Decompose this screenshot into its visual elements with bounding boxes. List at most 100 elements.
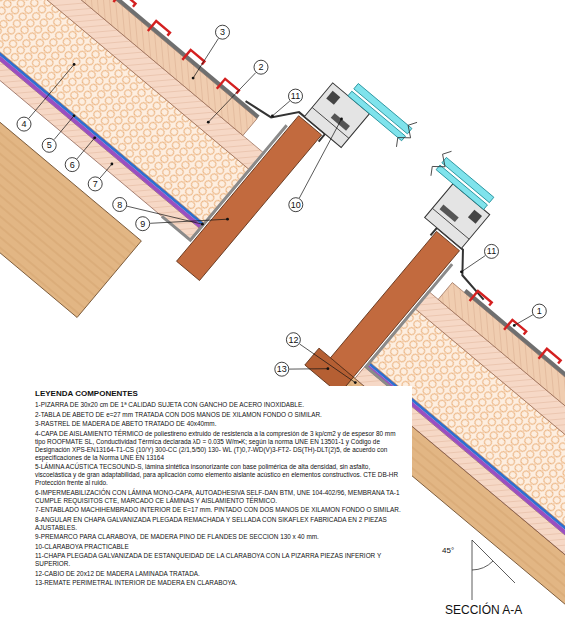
- legend-item: 3-RASTREL DE MADERA DE ABETO TRATADO DE …: [35, 420, 407, 428]
- leader-dot: [327, 367, 330, 370]
- callout-circle: [289, 89, 303, 103]
- leader-line: [193, 39, 218, 79]
- skylight-glass: [354, 84, 412, 134]
- legend-item: 4-CAPA DE AISLAMIENTO TÉRMICO de poliest…: [35, 430, 407, 462]
- skylight-glass: [348, 91, 405, 141]
- slate-hook: [470, 291, 492, 313]
- leader-line: [300, 344, 356, 383]
- legend-item: 5-LÁMINA ACÚSTICA TECSOUND-S, lámina sin…: [35, 463, 407, 487]
- callout-circle: [136, 217, 150, 231]
- callout-number: 13: [275, 362, 289, 376]
- break-line: [393, 119, 421, 150]
- legend-item: 10-CLARABOYA PRACTICABLE: [35, 543, 407, 551]
- leader-dot: [226, 218, 229, 221]
- leader-line: [514, 315, 533, 326]
- batten: [0, 0, 257, 135]
- callout-number: 12: [286, 333, 300, 347]
- legend-item: 9-PREMARCO PARA CLARABOYA, DE MADERA PIN…: [35, 533, 407, 541]
- legend-item: 2-TABLA DE ABETO DE e=27 mm TRATADA CON …: [35, 411, 407, 419]
- slate-hook: [182, 50, 204, 72]
- leader-dot: [340, 118, 343, 121]
- callout-circle: [275, 362, 289, 376]
- callout-circle: [254, 60, 268, 74]
- slate: [0, 0, 260, 119]
- leader-dot: [201, 223, 204, 226]
- leader-line: [208, 73, 256, 123]
- leader-dot: [93, 136, 96, 139]
- slate-hook: [539, 349, 561, 371]
- galvanized-angle: [366, 264, 477, 387]
- slate-hook: [504, 320, 526, 342]
- angle-label: 45°: [442, 546, 454, 555]
- skylight-glass: [436, 165, 487, 209]
- legend-item: 7-ENTABLADO MACHIHEMBRADO INTERIOR DE E=…: [35, 506, 407, 514]
- leader-line: [100, 164, 112, 178]
- callout-number: 4: [17, 117, 31, 131]
- skylight-subframe: [330, 231, 459, 377]
- callout-circle: [17, 117, 31, 131]
- callout-circle: [216, 25, 230, 39]
- slate: [464, 289, 565, 549]
- callout-circle: [532, 304, 546, 318]
- callout-number: 11: [289, 89, 303, 103]
- frame-detail: [331, 113, 350, 130]
- slate-hook: [148, 21, 170, 43]
- leader-line: [289, 368, 328, 369]
- leader-line: [150, 219, 227, 223]
- frame-detail: [312, 107, 349, 138]
- legend-item: 1-PIZARRA DE 30x20 cm DE 1ª CALIDAD SUJE…: [35, 401, 407, 409]
- legend-item: 8-ANGULAR EN CHAPA GALVANIZADA PLEGADA R…: [35, 516, 407, 532]
- frame-detail: [326, 91, 340, 105]
- leader-dot: [354, 381, 357, 384]
- callout-number: 7: [88, 177, 102, 191]
- callout-number: 5: [42, 138, 56, 152]
- frame-detail: [468, 210, 482, 224]
- callout-number: 11: [485, 244, 499, 258]
- break-line: [427, 148, 455, 179]
- section-caption: SECCIÓN A-A: [445, 603, 522, 617]
- frame-detail: [432, 208, 469, 239]
- legend-item: 12-CABIO DE 20x12 DE MADERA LAMINADA TRA…: [35, 570, 407, 578]
- legend-item: 13-REMATE PERIMETRAL INTERIOR DE MADERA …: [35, 579, 407, 587]
- leader-dot: [460, 270, 463, 273]
- callout-circle: [42, 138, 56, 152]
- angle-arc: [472, 561, 493, 570]
- leader-dot: [513, 324, 516, 327]
- leader-line: [29, 64, 74, 118]
- batten: [438, 283, 565, 563]
- callout-circle: [286, 333, 300, 347]
- frame-detail: [440, 205, 459, 222]
- leader-dot: [73, 114, 76, 117]
- callout-circle: [485, 244, 499, 258]
- callout-number: 2: [254, 60, 268, 74]
- callout-circle: [113, 198, 127, 212]
- callout-number: 1: [532, 304, 546, 318]
- leader-dot: [207, 121, 210, 124]
- callout-number: 8: [113, 198, 127, 212]
- leader-line: [77, 138, 95, 159]
- leader-dot: [111, 163, 114, 166]
- slate-hook: [113, 0, 135, 14]
- leader-line: [54, 116, 74, 140]
- callout-number: 10: [289, 198, 303, 212]
- angle-line: [472, 540, 515, 583]
- slate-hook: [217, 79, 239, 101]
- leader-dot: [192, 77, 195, 80]
- legend-item: 6-IMPERMEABILIZACIÓN CON LÁMINA MONO-CAP…: [35, 489, 407, 505]
- leader-line: [461, 256, 485, 272]
- leader-dot: [271, 115, 274, 118]
- callout-circle: [289, 198, 303, 212]
- callout-number: 6: [65, 158, 79, 172]
- leader-dot: [73, 63, 76, 66]
- callout-number: 3: [216, 25, 230, 39]
- legend-item: 11-CHAPA PLEGADA GALVANIZADA DE ESTANQUE…: [35, 552, 407, 568]
- leader-line: [272, 101, 289, 116]
- callout-circle: [88, 177, 102, 191]
- skylight-subframe: [177, 116, 322, 281]
- callout-number: 9: [136, 217, 150, 231]
- callout-circle: [65, 158, 79, 172]
- slate-hooks: [44, 0, 565, 457]
- leader-line: [299, 119, 341, 198]
- legend-heading: LEYENDA COMPONENTES: [35, 389, 138, 398]
